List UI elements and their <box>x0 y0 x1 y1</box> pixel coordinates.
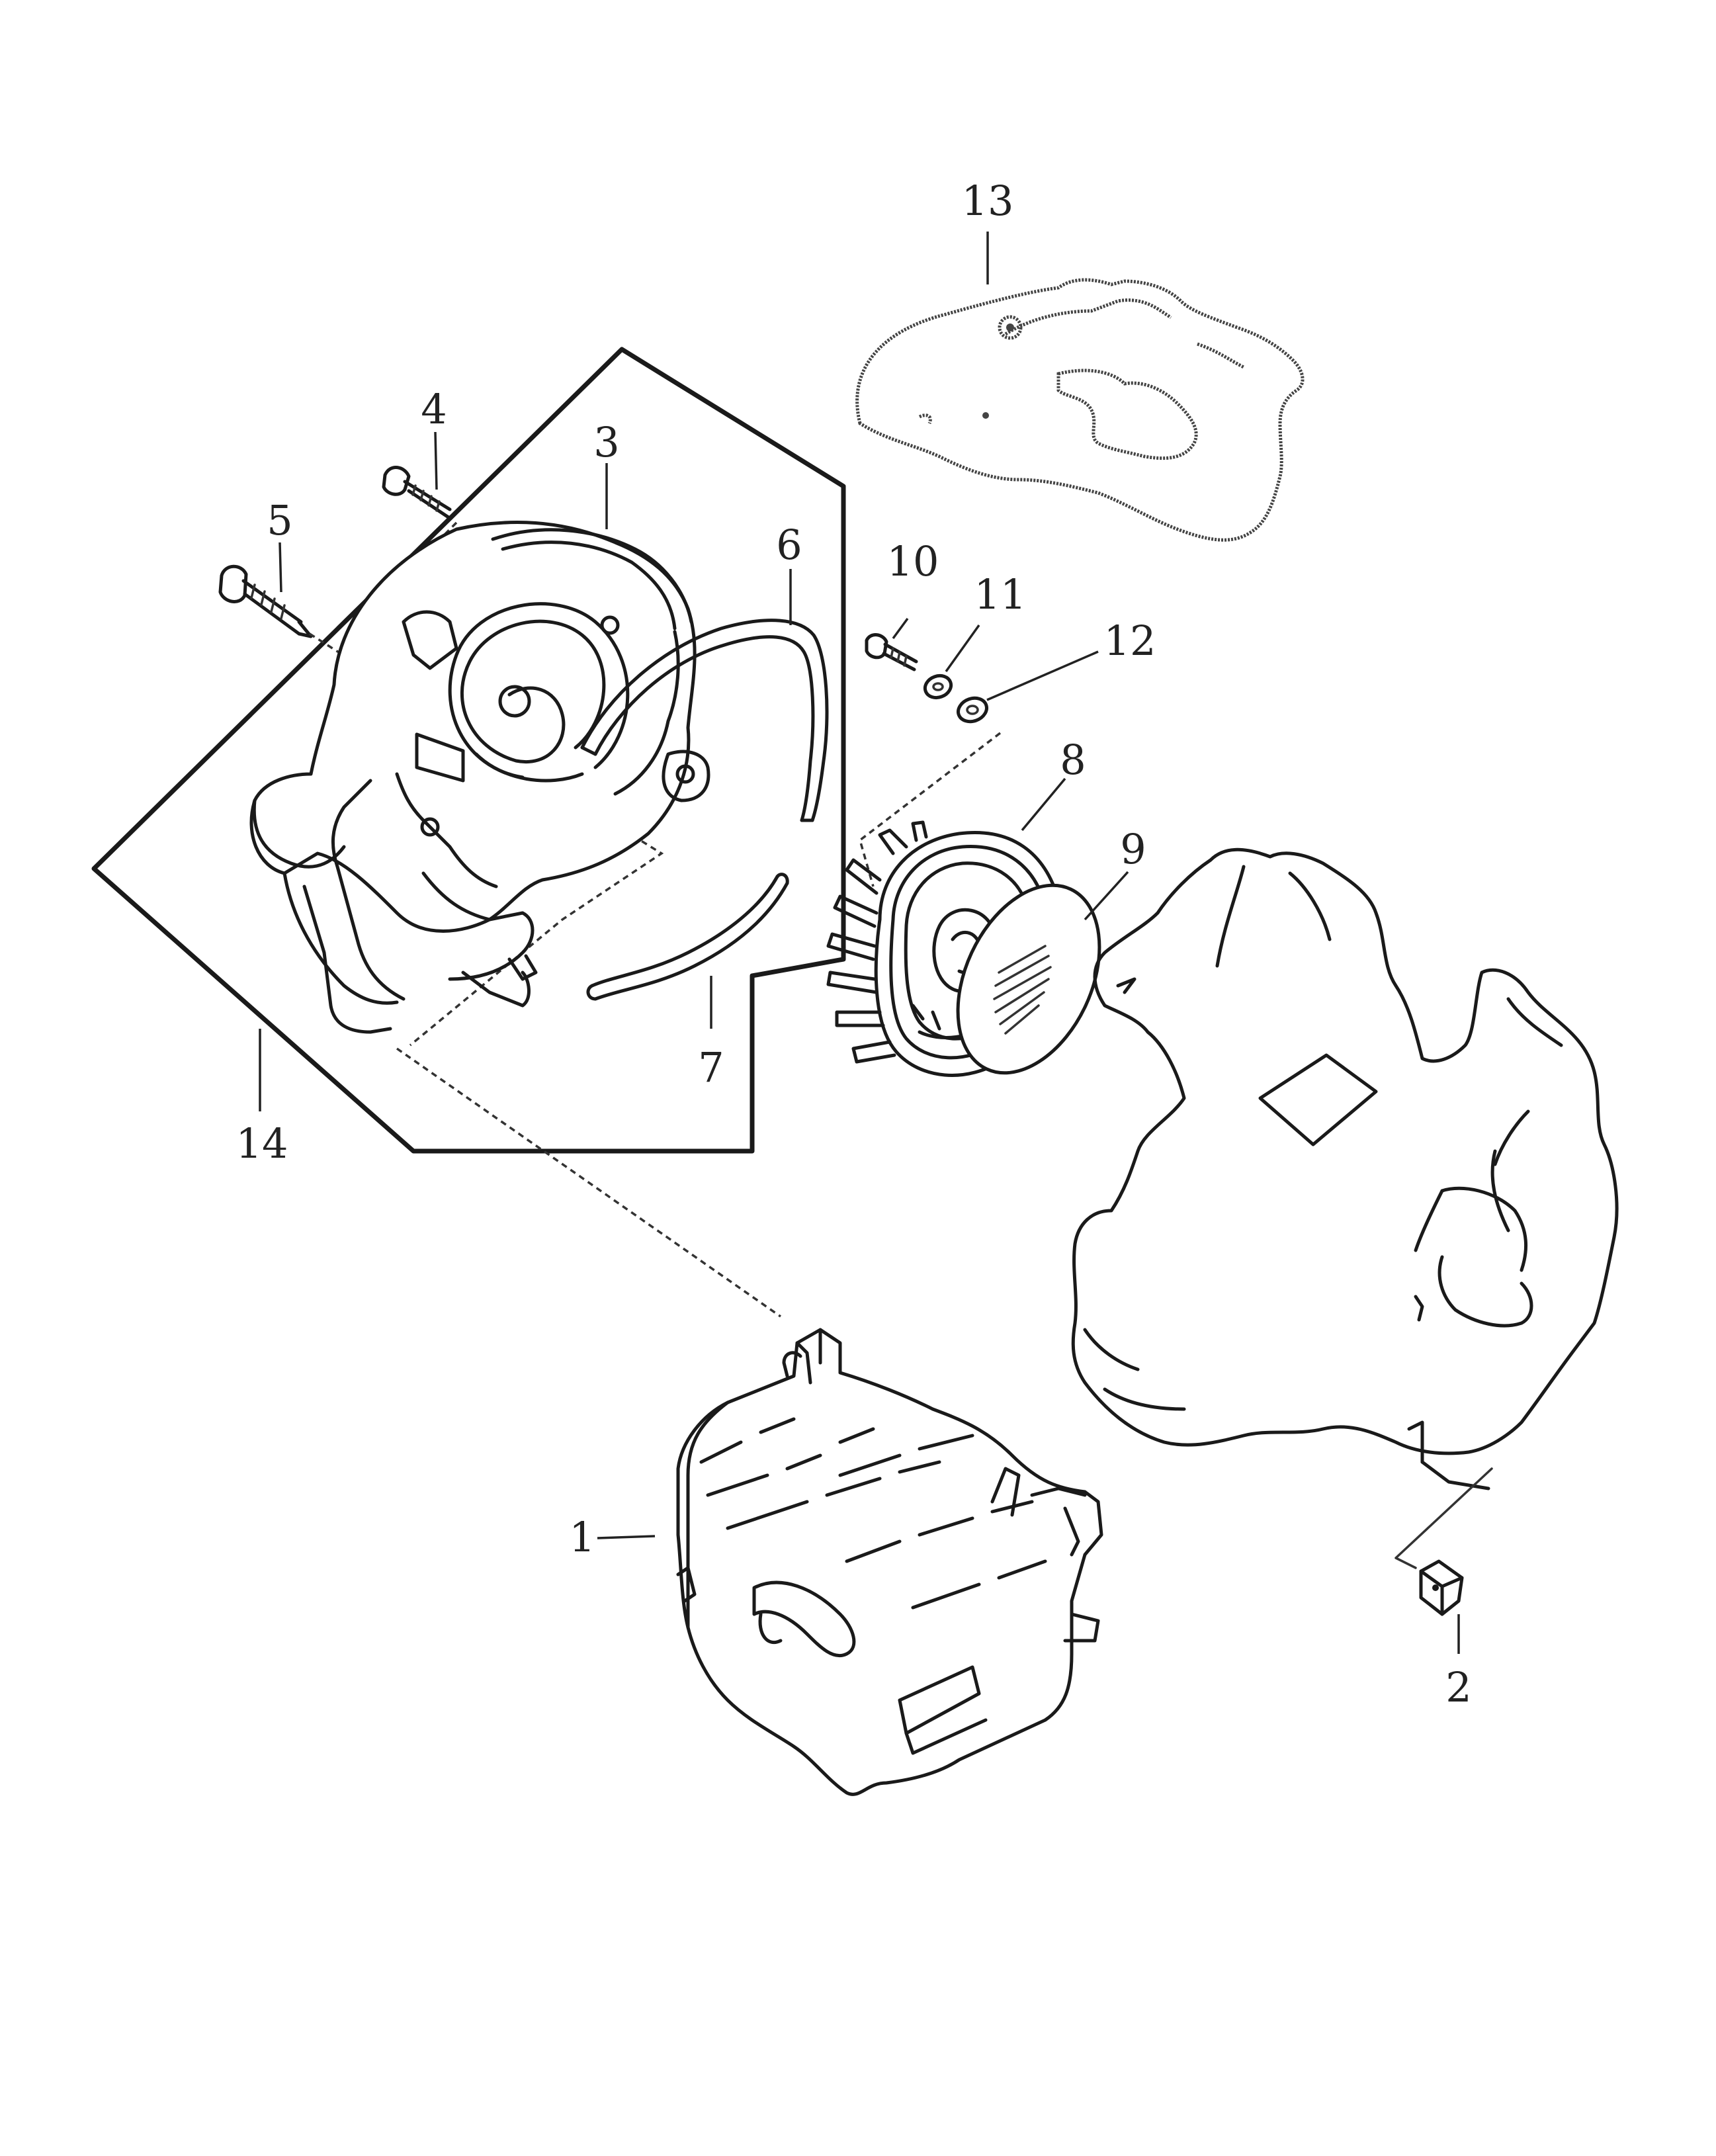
part-labels: 13 4 3 5 6 10 11 12 8 9 7 14 1 2 <box>236 177 1472 1711</box>
leader-lines <box>259 232 1460 1654</box>
label-10: 10 <box>887 537 939 585</box>
fan-cover-part-3 <box>249 521 710 1034</box>
label-5: 5 <box>267 496 292 544</box>
reel-plate-part-9 <box>956 883 1101 1075</box>
screw-part-4 <box>382 466 452 519</box>
label-9: 9 <box>1120 825 1146 873</box>
washer-part-12 <box>957 696 988 724</box>
label-13: 13 <box>962 177 1014 225</box>
label-12: 12 <box>1104 617 1156 665</box>
screw-part-10 <box>865 633 918 671</box>
rope-guide-part-7 <box>586 873 789 1001</box>
engine-crankcase <box>1071 847 1619 1569</box>
label-11: 11 <box>974 570 1027 619</box>
gasket-part-13 <box>855 278 1305 542</box>
label-6: 6 <box>776 521 802 569</box>
label-1: 1 <box>569 1513 595 1561</box>
cover-housing-part-1 <box>676 1328 1103 1796</box>
label-14: 14 <box>236 1119 288 1168</box>
rope-guide-part-6 <box>580 619 829 822</box>
nut-part-2 <box>1419 1559 1464 1616</box>
label-2: 2 <box>1445 1663 1471 1711</box>
assembly-outline-part-14 <box>91 347 846 1154</box>
screw-part-5 <box>218 564 313 638</box>
label-8: 8 <box>1060 736 1086 784</box>
label-7: 7 <box>698 1043 724 1092</box>
label-3: 3 <box>593 418 619 466</box>
washer-part-11 <box>923 673 953 700</box>
label-4: 4 <box>421 385 447 433</box>
